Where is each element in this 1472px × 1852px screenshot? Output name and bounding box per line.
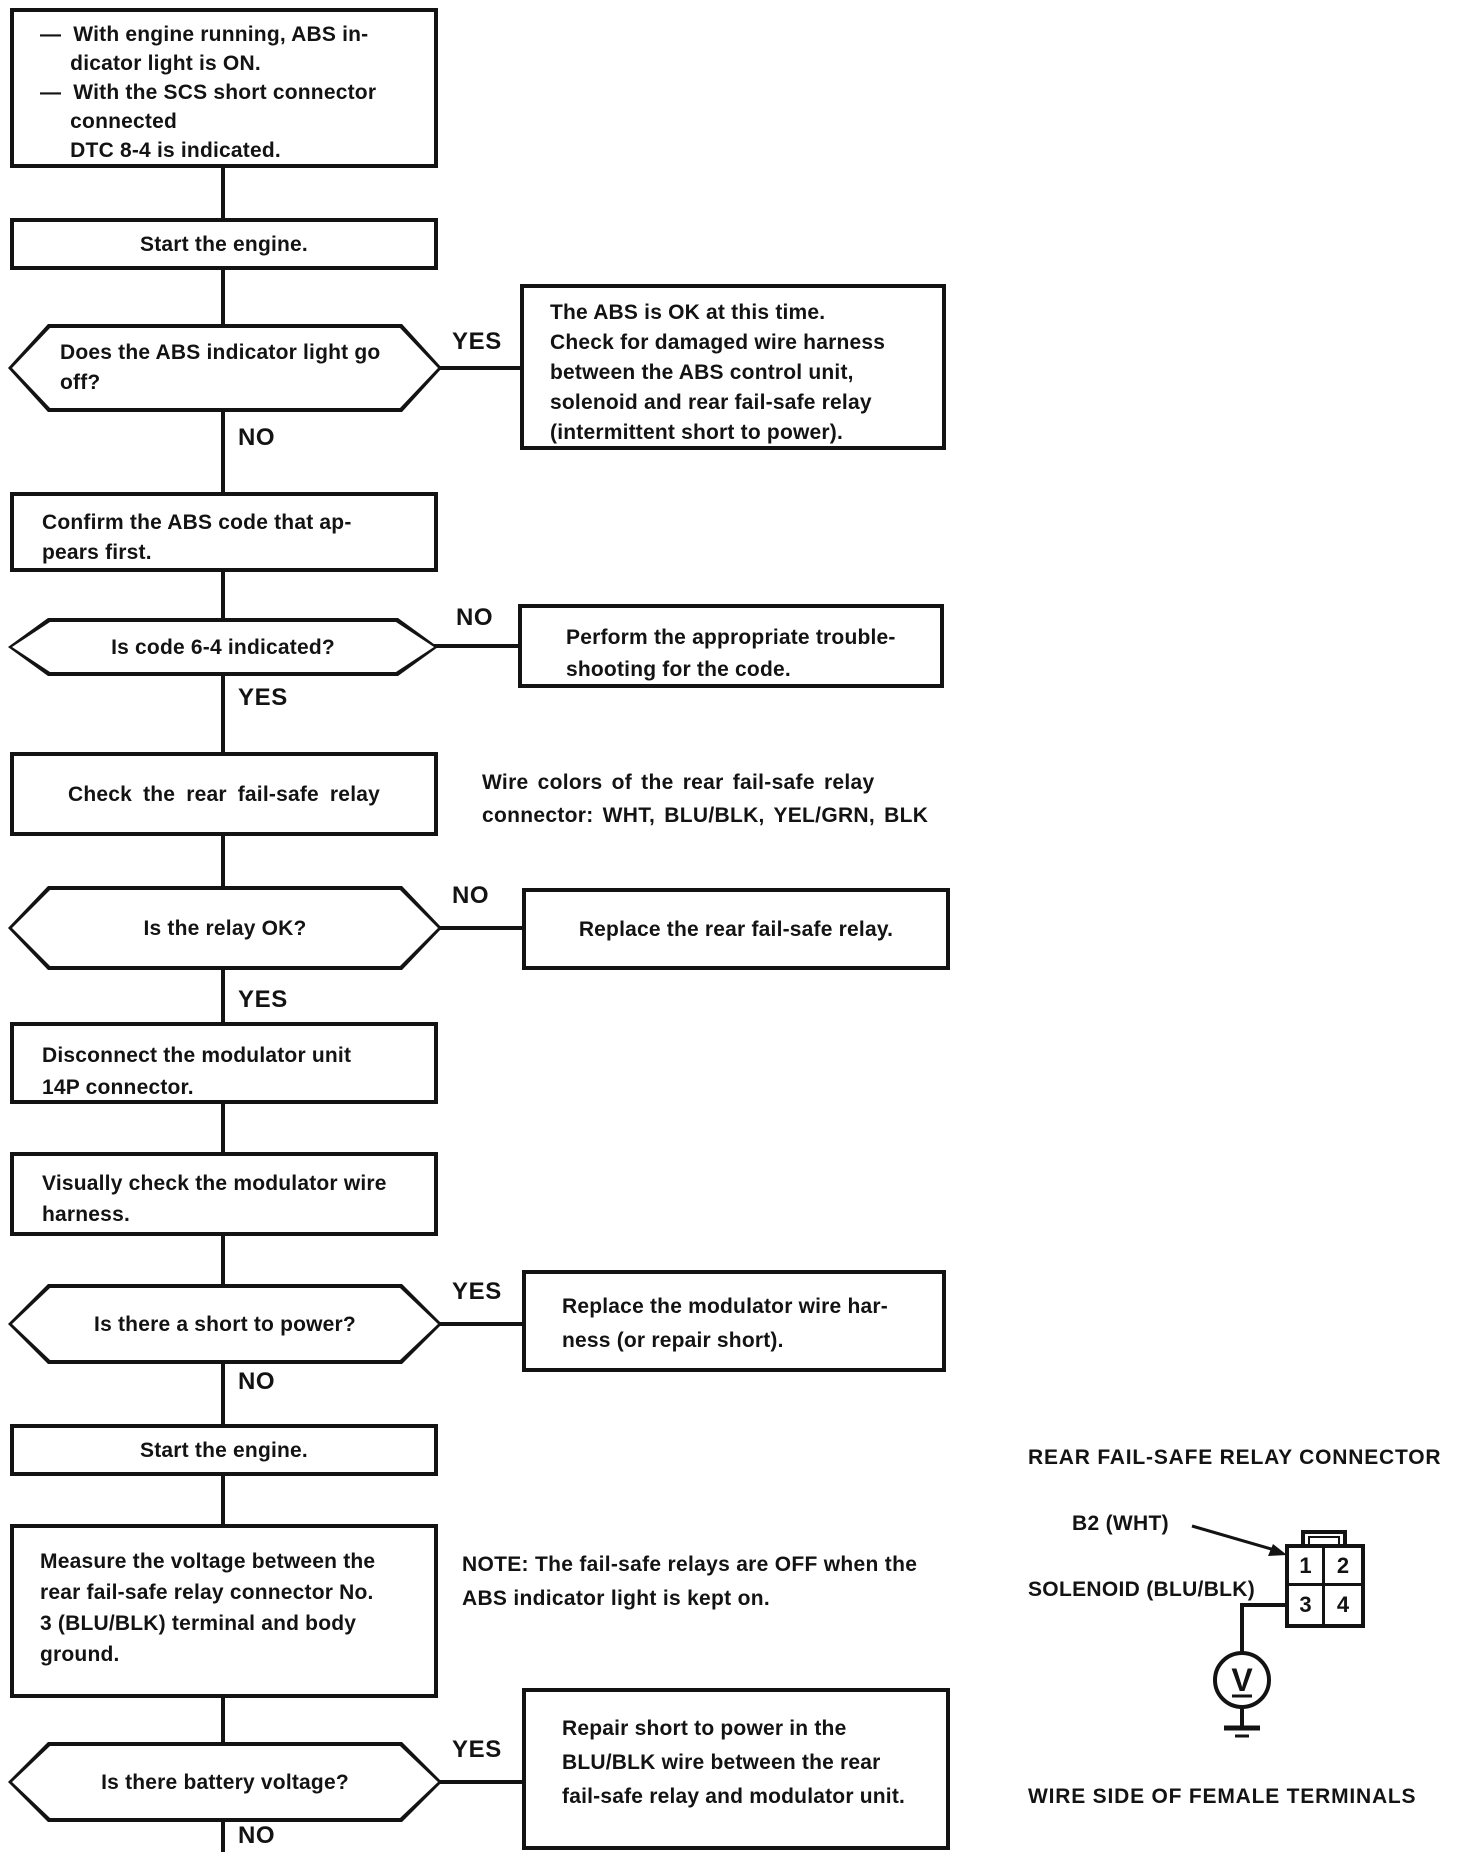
node-text: Replace the rear fail-safe relay. [578, 917, 894, 941]
node-replace-relay: Replace the rear fail-safe relay. [522, 888, 950, 970]
decision-text: Is there a short to power? [94, 1312, 356, 1336]
node-confirm-code: Confirm the ABS code that ap- pears firs… [10, 492, 438, 572]
terminal-number: 1 [1299, 1552, 1312, 1578]
b2-label: B2 (WHT) [1072, 1512, 1169, 1535]
node-text: Visually check the modulator wire harnes… [42, 1172, 387, 1226]
terminal-number: 4 [1336, 1592, 1350, 1617]
connector-title: REAR FAIL-SAFE RELAY CONNECTOR [1028, 1446, 1442, 1469]
flow-line [221, 166, 225, 220]
decision-code-6-4: Is code 6-4 indicated? [8, 618, 438, 676]
decision-text: Is there battery voltage? [101, 1770, 349, 1794]
terminal-1: 1 [1289, 1548, 1325, 1586]
node-conditions: — With engine running, ABS in- dicator l… [10, 8, 438, 168]
flow-line [221, 1696, 225, 1744]
decision-text: Does the ABS indicator light go off? [60, 341, 381, 394]
node-text: Check the rear fail-safe relay [68, 782, 380, 806]
node-measure-voltage: Measure the voltage between the rear fai… [10, 1524, 438, 1698]
flow-line [221, 674, 225, 754]
label-no: NO [456, 604, 494, 631]
decision-text: Is the relay OK? [143, 916, 307, 940]
flow-line [221, 570, 225, 620]
flow-line [221, 268, 225, 326]
terminal-2: 2 [1325, 1548, 1361, 1586]
label-no: NO [238, 1822, 276, 1849]
node-text: The ABS is OK at this time. Check for da… [550, 301, 886, 444]
terminal-3: 3 [1289, 1586, 1325, 1624]
node-start-engine-2: Start the engine. [10, 1424, 438, 1476]
voltmeter-circuit: V [1191, 1524, 1287, 1738]
flow-line [221, 1234, 225, 1286]
node-text: Replace the modulator wire har- ness (or… [562, 1295, 888, 1352]
node-repair-short: Repair short to power in the BLU/BLK wir… [522, 1688, 950, 1850]
node-text: Start the engine. [140, 232, 308, 256]
branch-line-yes [438, 366, 522, 370]
branch-line-no [434, 644, 520, 648]
node-visual-check: Visually check the modulator wire harnes… [10, 1152, 438, 1236]
decision-battery-voltage: Is there battery voltage? [8, 1742, 442, 1822]
label-yes: YES [452, 328, 502, 355]
decision-short-to-power: Is there a short to power? [8, 1284, 442, 1364]
label-yes: YES [452, 1278, 502, 1305]
node-abs-ok: The ABS is OK at this time. Check for da… [520, 284, 946, 450]
flow-line [221, 968, 225, 1024]
node-perform-troubleshooting: Perform the appropriate trouble- shootin… [518, 604, 944, 688]
label-no: NO [238, 1368, 276, 1395]
node-replace-harness: Replace the modulator wire har- ness (or… [522, 1270, 946, 1372]
wire-side-caption: WIRE SIDE OF FEMALE TERMINALS [1028, 1785, 1417, 1808]
node-text: Perform the appropriate trouble- shootin… [566, 626, 896, 681]
terminal-number: 3 [1299, 1592, 1312, 1617]
node-text: Repair short to power in the BLU/BLK wir… [562, 1717, 906, 1808]
note-wire-colors: Wire colors of the rear fail-safe relay … [482, 771, 929, 827]
decision-abs-light-off: Does the ABS indicator light go off? [8, 324, 442, 412]
flow-line [221, 834, 225, 888]
label-yes: YES [452, 1736, 502, 1763]
flow-line [221, 1820, 225, 1852]
decision-relay-ok: Is the relay OK? [8, 886, 442, 970]
node-start-engine-1: Start the engine. [10, 218, 438, 270]
decision-text: Is code 6-4 indicated? [111, 635, 335, 659]
voltmeter-label: V [1231, 1662, 1253, 1698]
b2-arrowhead-icon [1268, 1544, 1287, 1556]
node-check-relay: Check the rear fail-safe relay [10, 752, 438, 836]
relay-connector-drawing: 1 2 3 4 [1285, 1530, 1369, 1630]
label-no: NO [452, 882, 490, 909]
flow-line [221, 410, 225, 494]
label-yes: YES [238, 684, 288, 711]
terminal-number: 2 [1336, 1552, 1350, 1578]
label-no: NO [238, 424, 276, 451]
branch-line-yes [438, 1780, 524, 1784]
node-text: Measure the voltage between the rear fai… [40, 1550, 376, 1666]
node-text: Start the engine. [140, 1438, 308, 1462]
note-failsafe-relays: NOTE: The fail-safe relays are OFF when … [462, 1553, 918, 1610]
node-text: — With engine running, ABS in- dicator l… [40, 23, 377, 162]
connector-body: 1 2 3 4 [1285, 1544, 1365, 1628]
solenoid-label: SOLENOID (BLU/BLK) [1028, 1578, 1256, 1601]
flow-line [221, 1102, 225, 1154]
b2-arrow-line [1191, 1524, 1279, 1553]
branch-line-yes [438, 1322, 524, 1326]
flow-line [221, 1362, 225, 1426]
node-text: Confirm the ABS code that ap- pears firs… [42, 511, 352, 564]
flow-line [221, 1474, 225, 1526]
node-text: Disconnect the modulator unit 14P connec… [42, 1044, 352, 1099]
branch-line-no [438, 926, 524, 930]
terminal-4: 4 [1325, 1586, 1361, 1624]
probe-wire [1240, 1603, 1286, 1653]
node-disconnect-14p: Disconnect the modulator unit 14P connec… [10, 1022, 438, 1104]
label-yes: YES [238, 986, 288, 1013]
